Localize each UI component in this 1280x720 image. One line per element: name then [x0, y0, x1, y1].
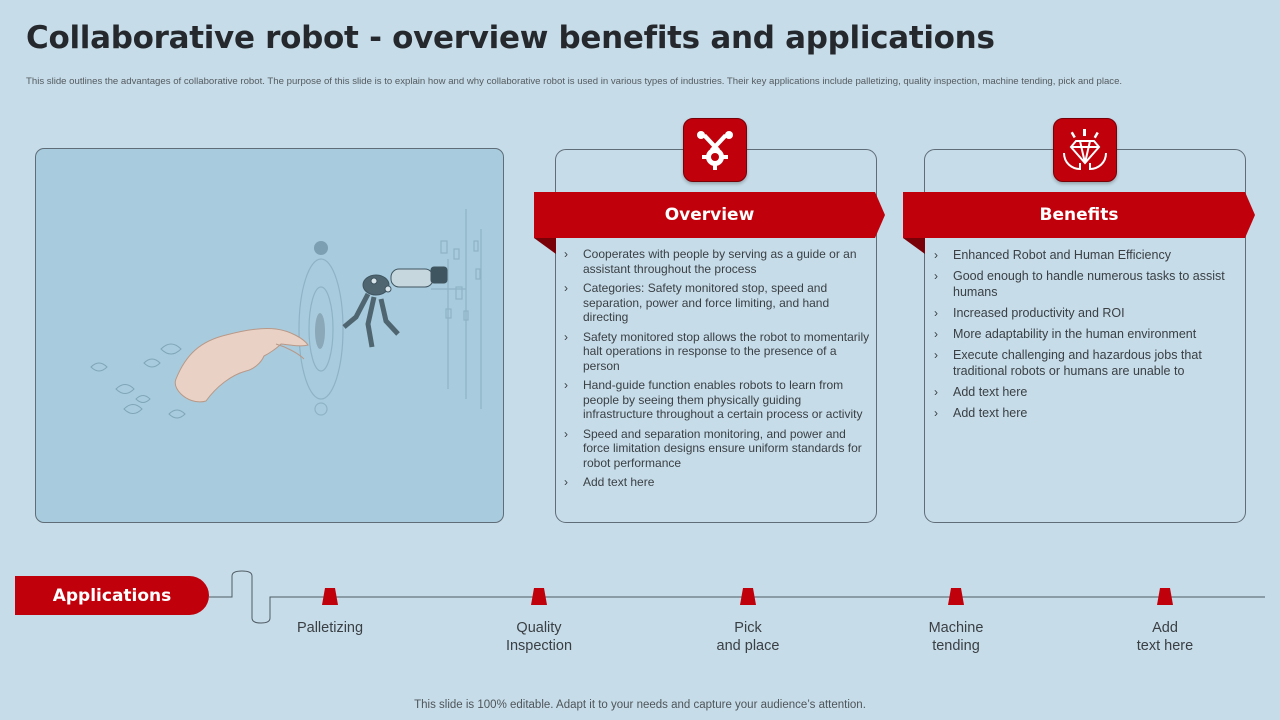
page-subtitle: This slide outlines the advantages of co…	[26, 76, 1123, 87]
list-item: ›Add text here	[934, 406, 1028, 420]
chevron-right-icon: ›	[934, 406, 938, 420]
chevron-right-icon: ›	[564, 378, 568, 392]
timeline-marker	[740, 588, 756, 605]
list-item: ›Increased productivity and ROI	[934, 306, 1125, 320]
list-item: ›More adaptability in the human environm…	[934, 327, 1197, 341]
hand-robot-image	[90, 209, 482, 419]
chevron-right-icon: ›	[564, 329, 568, 344]
list-item: ›Good enough to handle numerous tasks to…	[934, 269, 1225, 299]
overview-heading: Overview	[534, 192, 885, 238]
applications-label: Applications	[15, 576, 209, 615]
timeline-marker	[531, 588, 547, 605]
applications-timeline	[209, 570, 1265, 624]
footer-note: This slide is 100% editable. Adapt it to…	[414, 699, 866, 711]
tools-gear-icon	[683, 118, 747, 182]
chevron-right-icon: ›	[934, 306, 938, 320]
timeline-marker	[322, 588, 338, 605]
overview-banner-fold	[534, 238, 556, 254]
list-item: ›Categories: Safety monitored stop, spee…	[564, 281, 830, 324]
benefits-heading: Benefits	[903, 192, 1255, 238]
timeline-markers	[322, 588, 1173, 605]
application-item-palletizing: Palletizing	[296, 620, 364, 636]
timeline-marker	[948, 588, 964, 605]
benefits-banner-fold	[903, 238, 925, 254]
chevron-right-icon: ›	[934, 269, 938, 283]
list-item: ›Speed and separation monitoring, and po…	[564, 426, 862, 470]
timeline-marker	[1157, 588, 1173, 605]
chevron-right-icon: ›	[934, 327, 938, 341]
chevron-right-icon: ›	[934, 348, 938, 362]
list-item: ›Safety monitored stop allows the robot …	[564, 329, 870, 373]
list-item: ›Add text here	[934, 385, 1028, 399]
list-item: ›Add text here	[564, 475, 655, 489]
chevron-right-icon: ›	[564, 281, 568, 295]
chevron-right-icon: ›	[564, 475, 568, 489]
diamond-hands-icon	[1053, 118, 1117, 182]
chevron-right-icon: ›	[564, 247, 568, 261]
list-item: ›Enhanced Robot and Human Efficiency	[934, 248, 1171, 262]
chevron-right-icon: ›	[934, 248, 938, 262]
overview-list: ›Cooperates with people by serving as a …	[564, 247, 874, 495]
chevron-right-icon: ›	[934, 385, 938, 399]
chevron-right-icon: ›	[564, 426, 568, 441]
list-item: ›Cooperates with people by serving as a …	[564, 247, 857, 276]
list-item: ›Execute challenging and hazardous jobs …	[934, 348, 1202, 378]
robot-human-hand-illustration	[35, 148, 504, 523]
benefits-list: ›Enhanced Robot and Human Efficiency ›Go…	[934, 247, 1234, 426]
page-title: Collaborative robot - overview benefits …	[26, 20, 995, 56]
list-item: ›Hand-guide function enables robots to l…	[564, 378, 863, 421]
